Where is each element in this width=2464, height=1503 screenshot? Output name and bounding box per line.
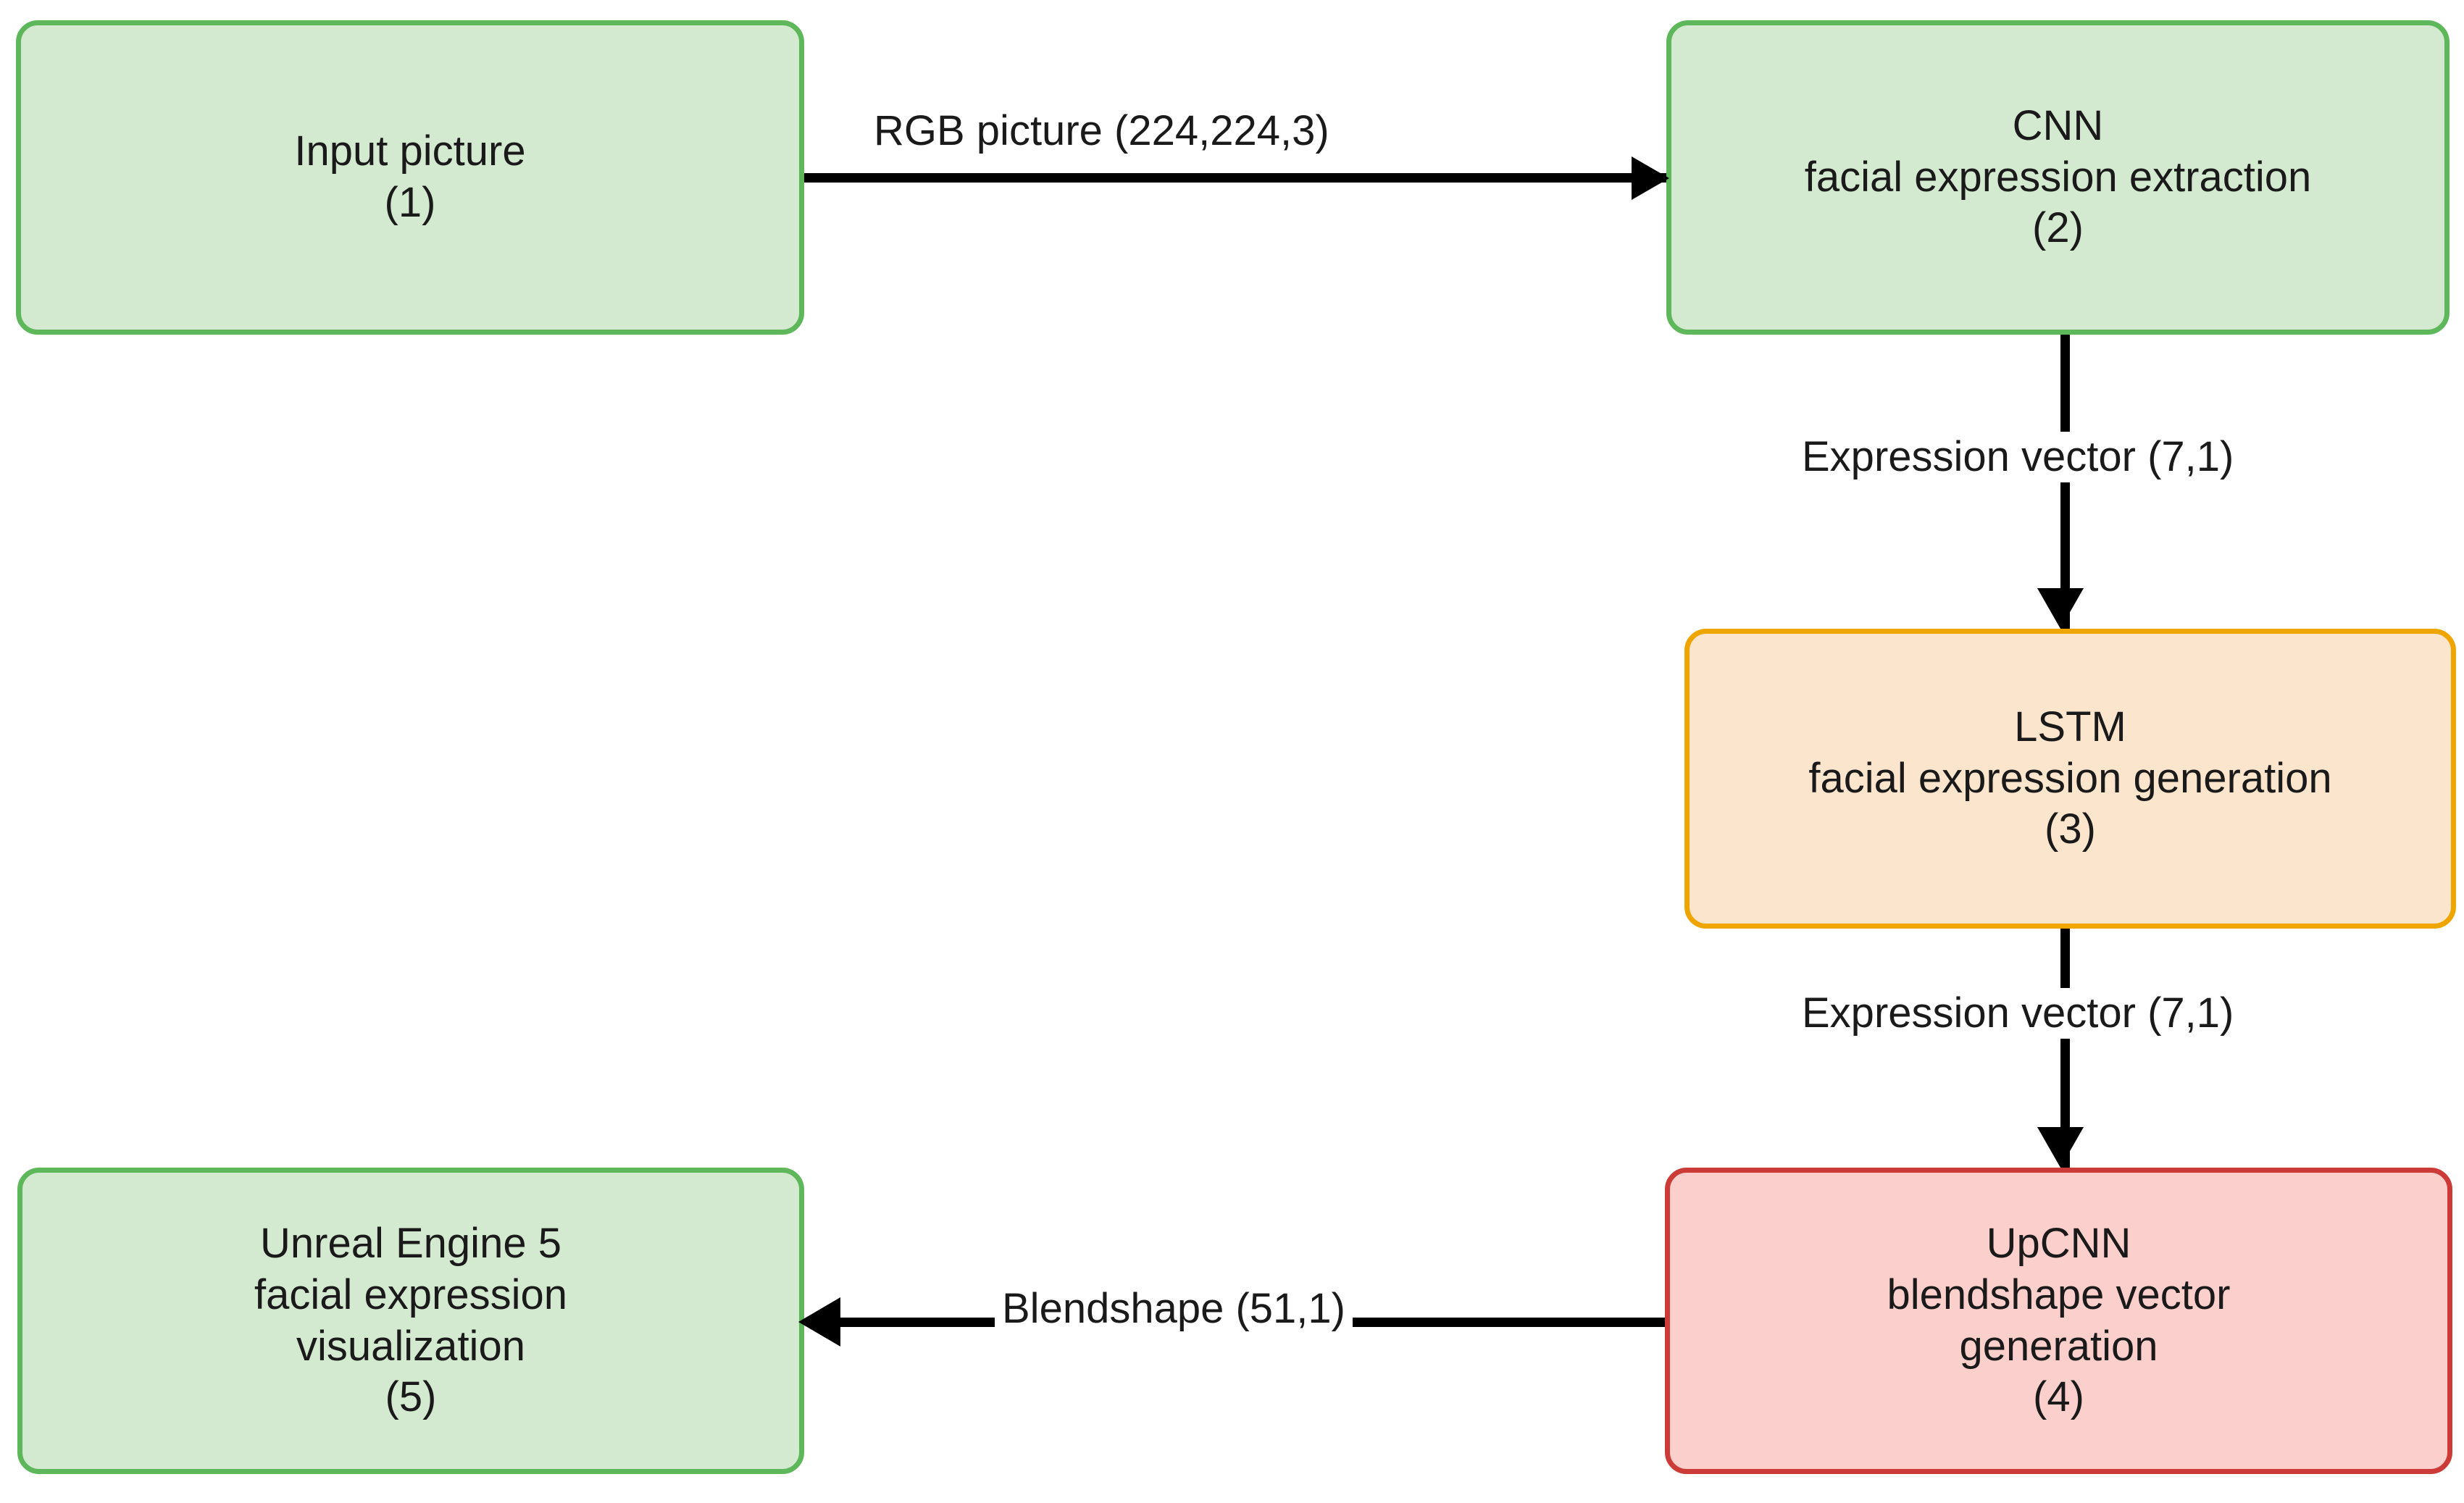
arrowhead-left-icon	[798, 1297, 840, 1347]
node-upcnn-line-2: blendshape vector	[1887, 1270, 2231, 1318]
edge-label-expression-vector-lstm-upcnn: Expression vector (7,1)	[1795, 988, 2242, 1039]
node-lstm-line-3: (3)	[2045, 805, 2096, 853]
node-unreal-engine-5-visualization[interactable]: Unreal Engine 5 facial expression visual…	[17, 1168, 804, 1474]
edge-label-expression-vector-cnn-lstm: Expression vector (7,1)	[1795, 432, 2242, 482]
node-unreal-line-2: facial expression	[254, 1270, 567, 1318]
node-upcnn-blendshape-vector-generation[interactable]: UpCNN blendshape vector generation (4)	[1665, 1168, 2452, 1474]
arrowhead-down-icon	[2037, 1127, 2084, 1168]
node-unreal-line-3: visualization	[296, 1322, 525, 1370]
node-input-picture-line-1: Input picture	[294, 127, 526, 175]
node-upcnn-line-4: (4)	[2033, 1373, 2084, 1421]
node-cnn-line-3: (2)	[2032, 204, 2084, 252]
node-unreal-line-1: Unreal Engine 5	[260, 1220, 561, 1267]
node-input-picture-line-2: (1)	[384, 179, 436, 226]
arrowhead-down-icon	[2037, 588, 2084, 629]
node-cnn-line-2: facial expression extraction	[1804, 153, 2312, 201]
node-cnn-facial-expression-extraction[interactable]: CNN facial expression extraction (2)	[1666, 20, 2450, 335]
node-input-picture[interactable]: Input picture (1)	[16, 20, 804, 335]
edge-label-rgb-picture: RGB picture (224,224,3)	[866, 106, 1337, 156]
node-lstm-facial-expression-generation[interactable]: LSTM facial expression generation (3)	[1684, 629, 2456, 929]
node-unreal-line-4: (5)	[385, 1373, 437, 1421]
edge-input-to-cnn-line	[803, 173, 1672, 183]
node-lstm-line-2: facial expression generation	[1808, 754, 2332, 802]
node-cnn-line-1: CNN	[2012, 101, 2104, 149]
edge-cnn-to-lstm-line	[2060, 330, 2070, 635]
edge-label-blendshape: Blendshape (51,1)	[995, 1284, 1353, 1334]
node-upcnn-line-1: UpCNN	[1986, 1220, 2131, 1267]
node-upcnn-line-3: generation	[1959, 1322, 2158, 1370]
node-lstm-line-1: LSTM	[2014, 703, 2126, 750]
arrowhead-right-icon	[1632, 156, 1669, 200]
